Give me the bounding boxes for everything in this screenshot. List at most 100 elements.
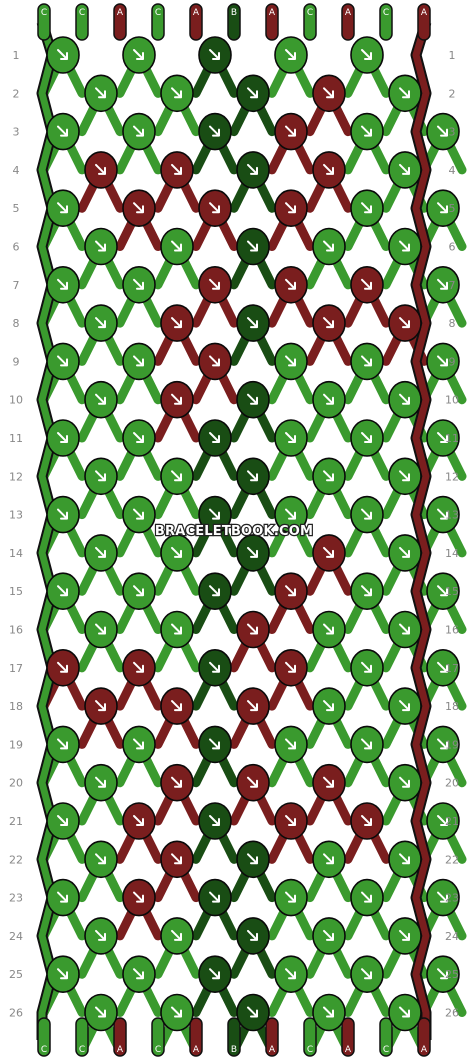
arrow-down-right-icon — [57, 278, 68, 290]
knot — [84, 687, 118, 725]
arrow-down-right-icon — [209, 432, 220, 443]
row-number-right: 25 — [445, 968, 459, 981]
row-number-right: 15 — [445, 585, 459, 598]
bottom-string-3 — [151, 1017, 165, 1057]
arrow-down-right-icon — [57, 891, 68, 903]
arrow-down-right-icon — [57, 968, 68, 980]
top-string-label: A — [269, 8, 276, 18]
bottom-string-1 — [75, 1017, 89, 1057]
knot — [426, 648, 460, 687]
arrow-down-right-icon — [437, 968, 448, 980]
row-number-left: 22 — [9, 853, 23, 866]
bottom-string-9 — [379, 1017, 393, 1057]
knot — [198, 802, 232, 840]
knot — [312, 687, 346, 725]
arrow-down-right-icon — [209, 661, 220, 673]
knot — [274, 725, 308, 764]
row-number-right: 11 — [445, 432, 459, 445]
knot — [84, 304, 118, 342]
arrow-down-right-icon — [361, 891, 372, 903]
knot — [426, 112, 460, 151]
top-string-1 — [75, 3, 89, 41]
arrow-down-right-icon — [437, 278, 448, 290]
knot — [312, 380, 346, 419]
knot — [236, 227, 270, 266]
arrow-down-right-icon — [209, 508, 220, 520]
knot — [46, 878, 80, 917]
row-number-right: 16 — [445, 624, 459, 637]
arrow-down-right-icon — [399, 623, 410, 635]
knot — [84, 763, 118, 802]
arrow-down-right-icon — [399, 317, 410, 329]
knot — [388, 917, 422, 955]
arrow-down-right-icon — [133, 815, 144, 826]
arrow-down-right-icon — [323, 623, 334, 635]
arrow-down-right-icon — [247, 240, 258, 252]
arrow-down-right-icon — [285, 432, 296, 443]
knot — [122, 572, 156, 611]
knot — [312, 763, 346, 802]
arrow-down-right-icon — [285, 738, 296, 750]
arrow-down-right-icon — [171, 929, 182, 941]
knot — [426, 495, 460, 534]
knot — [46, 648, 80, 687]
arrow-down-right-icon — [133, 202, 144, 214]
knot — [236, 74, 270, 113]
arrow-down-right-icon — [171, 546, 182, 558]
knot — [84, 993, 118, 1032]
arrow-down-right-icon — [361, 968, 372, 980]
arrow-down-right-icon — [399, 1006, 410, 1018]
arrow-down-right-icon — [323, 163, 334, 175]
knot — [274, 265, 308, 304]
top-string-label: A — [345, 8, 352, 18]
row-number-left: 14 — [9, 547, 23, 560]
row-number-left: 11 — [9, 432, 23, 445]
top-string-4 — [189, 3, 203, 41]
knot — [236, 763, 270, 802]
bottom-string-label: A — [193, 1045, 200, 1055]
arrow-down-right-icon — [57, 585, 68, 597]
knot — [426, 189, 460, 227]
row-number-right: 17 — [445, 662, 459, 675]
row-number-right: 23 — [445, 892, 459, 905]
row-number-left: 25 — [9, 968, 23, 981]
left-edge-thread — [38, 20, 56, 1040]
bottom-string-label: A — [421, 1045, 428, 1055]
knot — [274, 802, 308, 840]
arrow-down-right-icon — [209, 585, 220, 597]
knot — [46, 495, 80, 534]
arrow-down-right-icon — [323, 393, 334, 405]
row-number-left: 24 — [9, 930, 23, 943]
arrow-down-right-icon — [285, 891, 296, 903]
knot — [426, 342, 460, 381]
knot — [274, 36, 308, 74]
row-number-right: 26 — [445, 1007, 459, 1020]
arrow-down-right-icon — [57, 202, 68, 214]
knot — [236, 840, 270, 879]
arrow-down-right-icon — [95, 470, 106, 482]
knot — [350, 572, 384, 611]
knot — [84, 610, 118, 649]
arrow-down-right-icon — [399, 393, 410, 405]
knot — [160, 380, 194, 419]
knot — [236, 304, 270, 342]
arrow-down-right-icon — [57, 661, 68, 673]
arrow-down-right-icon — [133, 968, 144, 980]
arrow-down-right-icon — [95, 776, 106, 788]
knot — [274, 648, 308, 687]
row-number-left: 5 — [13, 202, 20, 215]
knot — [46, 36, 80, 74]
arrow-down-right-icon — [285, 508, 296, 520]
arrow-down-right-icon — [57, 508, 68, 520]
knot — [160, 457, 194, 496]
bottom-string-label: C — [41, 1045, 47, 1055]
row-number-left: 1 — [13, 49, 20, 62]
row-number-left: 6 — [13, 241, 20, 254]
knot — [46, 112, 80, 151]
arrow-down-right-icon — [361, 661, 372, 673]
row-number-left: 9 — [13, 355, 20, 368]
top-string-label: C — [79, 8, 85, 18]
row-number-left: 7 — [13, 279, 20, 292]
arrow-down-right-icon — [285, 49, 296, 60]
row-number-left: 8 — [13, 317, 20, 330]
